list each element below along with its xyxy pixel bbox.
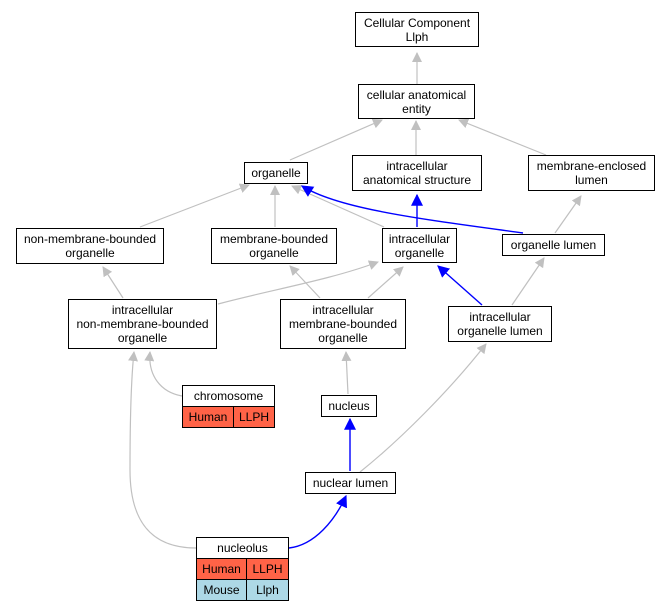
node-organelle-label: organelle xyxy=(251,166,301,180)
node-non-membrane-bounded-organelle-label: non-membrane-bounded organelle xyxy=(23,232,157,260)
edge-ol-to-mel xyxy=(554,195,582,234)
edge-iol-to-ol xyxy=(511,257,545,306)
node-nucleolus[interactable]: nucleolus xyxy=(196,537,289,559)
chromosome-species-text: Human xyxy=(188,410,228,424)
nucleolus-mouse-species-cell: Mouse xyxy=(196,579,247,601)
edge-inmbo-to-io xyxy=(217,260,379,305)
node-intracellular-membrane-bounded-organelle[interactable]: intracellular membrane-bounded organelle xyxy=(280,299,406,349)
node-intracellular-non-membrane-bounded-organelle[interactable]: intracellular non-membrane-bounded organ… xyxy=(68,299,217,349)
node-non-membrane-bounded-organelle[interactable]: non-membrane-bounded organelle xyxy=(16,228,164,264)
node-intracellular-organelle-lumen-label: intracellular organelle lumen xyxy=(457,310,543,338)
edge-ol-partof-organelle xyxy=(300,185,524,234)
node-cellular-component[interactable]: Cellular Component Llph xyxy=(355,12,479,47)
edge-nuclearlumen-to-iol xyxy=(359,343,487,473)
node-membrane-bounded-organelle[interactable]: membrane-bounded organelle xyxy=(211,228,337,264)
edge-nmbo-to-organelle xyxy=(139,183,250,228)
edge-iol-partof-io xyxy=(437,265,483,306)
node-intracellular-organelle-lumen[interactable]: intracellular organelle lumen xyxy=(448,306,552,342)
nucleolus-mouse-gene-cell: Llph xyxy=(246,579,289,601)
node-intracellular-organelle-label: intracellular organelle xyxy=(388,231,451,260)
edge-nucleolus-to-inmbo xyxy=(128,351,197,549)
edge-mel-to-cae xyxy=(458,118,547,156)
nucleolus-mouse-gene-text: Llph xyxy=(256,583,279,597)
edge-nucleolus-partof-nuclearlumen xyxy=(288,494,347,549)
node-nucleus[interactable]: nucleus xyxy=(321,395,377,417)
chromosome-gene-text: LLPH xyxy=(238,410,270,424)
edge-imbo-to-io xyxy=(367,266,404,299)
node-cellular-anatomical-entity[interactable]: cellular anatomical entity xyxy=(358,84,475,119)
edge-imbo-to-mbo xyxy=(289,265,321,299)
node-organelle-lumen[interactable]: organelle lumen xyxy=(502,234,605,256)
chromosome-gene-cell: LLPH xyxy=(233,406,275,428)
edge-io-to-organelle xyxy=(291,185,385,228)
node-nuclear-lumen[interactable]: nuclear lumen xyxy=(305,472,396,494)
edge-nucleus-to-imbo xyxy=(341,351,352,395)
node-intracellular-membrane-bounded-organelle-label: intracellular membrane-bounded organelle xyxy=(288,303,398,345)
node-chromosome-label: chromosome xyxy=(193,389,264,403)
node-nucleus-label: nucleus xyxy=(328,399,370,413)
nucleolus-human-gene-cell: LLPH xyxy=(246,558,289,580)
nucleolus-human-species-cell: Human xyxy=(196,558,247,580)
node-intracellular-organelle[interactable]: intracellular organelle xyxy=(382,228,457,263)
node-membrane-enclosed-lumen-label: membrane-enclosed lumen xyxy=(536,159,647,187)
edge-inmbo-to-nmbo xyxy=(102,266,124,299)
node-cellular-component-label: Cellular Component Llph xyxy=(363,15,471,44)
edge-organelle-to-cae xyxy=(289,119,383,161)
node-chromosome[interactable]: chromosome xyxy=(182,385,275,407)
node-nuclear-lumen-label: nuclear lumen xyxy=(312,476,389,490)
node-intracellular-anatomical-structure-label: intracellular anatomical structure xyxy=(362,159,472,187)
node-intracellular-non-membrane-bounded-organelle-label: intracellular non-membrane-bounded organ… xyxy=(76,303,209,345)
edge-chromosome-to-inmbo xyxy=(144,351,183,397)
nucleolus-human-species-text: Human xyxy=(202,562,241,576)
node-organelle-lumen-label: organelle lumen xyxy=(510,238,597,252)
nucleolus-mouse-species-text: Mouse xyxy=(203,583,240,597)
node-membrane-bounded-organelle-label: membrane-bounded organelle xyxy=(219,232,329,260)
node-cellular-anatomical-entity-label: cellular anatomical entity xyxy=(366,87,467,116)
nucleolus-human-gene-text: LLPH xyxy=(252,562,283,576)
node-intracellular-anatomical-structure[interactable]: intracellular anatomical structure xyxy=(352,155,482,191)
chromosome-species-cell: Human xyxy=(182,406,234,428)
node-organelle[interactable]: organelle xyxy=(244,162,308,184)
node-membrane-enclosed-lumen[interactable]: membrane-enclosed lumen xyxy=(528,155,655,191)
node-nucleolus-label: nucleolus xyxy=(217,541,268,555)
